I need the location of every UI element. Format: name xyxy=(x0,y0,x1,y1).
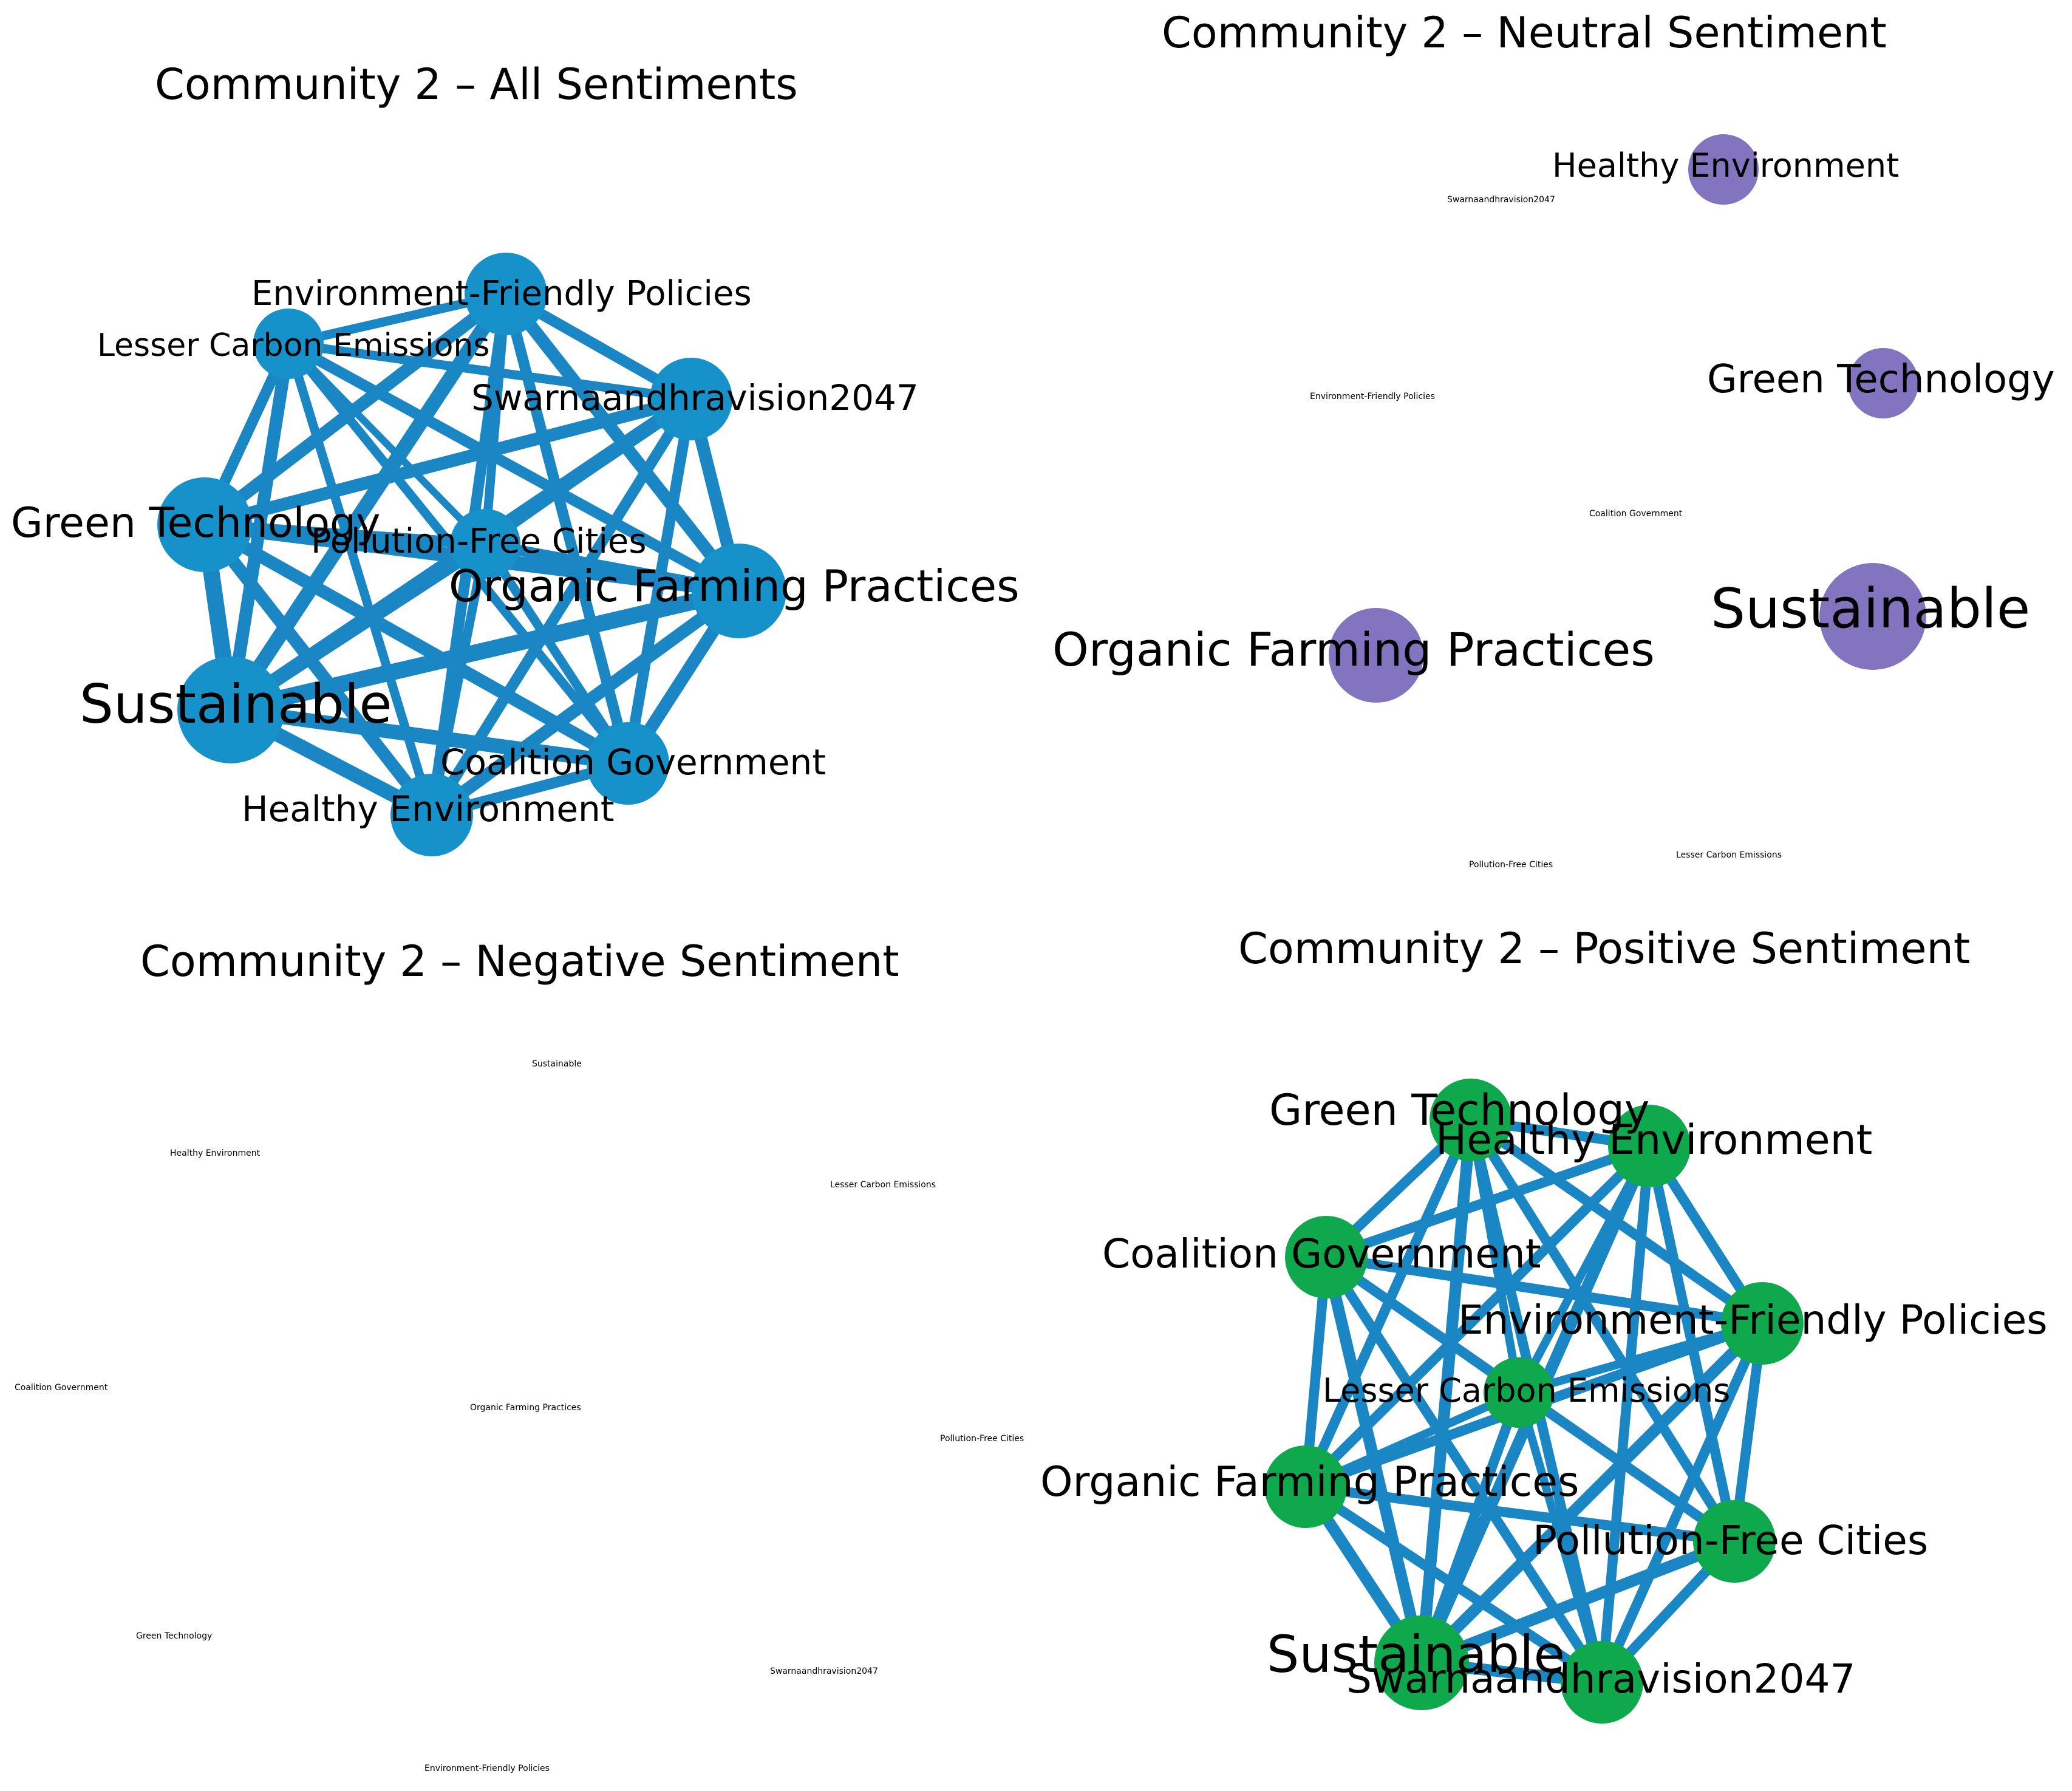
panel-title-all: Community 2 – All Sentiments xyxy=(155,60,798,109)
edge-all-6-7 xyxy=(223,703,635,771)
edge-positive-1-2 xyxy=(1321,1141,1655,1263)
panel-title-neutral: Community 2 – Neutral Sentiment xyxy=(1162,8,1887,58)
node-all-3 xyxy=(157,477,252,572)
node-neutral-0 xyxy=(1688,134,1759,205)
panel-title-negative: Community 2 – Negative Sentiment xyxy=(140,936,899,986)
node-label-negative-6: Green Technology xyxy=(136,1631,212,1641)
node-label-neutral-1: Swarnaandhravision2047 xyxy=(1447,195,1555,205)
nodes-neutral xyxy=(1329,134,1926,703)
edge-all-3-8 xyxy=(198,518,438,822)
edge-positive-4-8 xyxy=(1515,1388,1606,1687)
edge-positive-6-7 xyxy=(1416,1535,1740,1669)
node-label-all-1: Lesser Carbon Emissions xyxy=(97,327,489,364)
node-label-neutral-4: Coalition Government xyxy=(1589,509,1683,519)
nodes-positive xyxy=(1264,1079,1804,1724)
edge-positive-4-7 xyxy=(1416,1387,1524,1668)
node-label-negative-2: Lesser Carbon Emissions xyxy=(830,1180,936,1190)
node-label-neutral-0: Healthy Environment xyxy=(1552,146,1899,185)
node-label-positive-1: Healthy Environment xyxy=(1436,1116,1872,1164)
edge-positive-4-6 xyxy=(1515,1388,1739,1546)
panel-negative-sentiment: Community 2 – Negative Sentiment Sustain… xyxy=(15,936,1024,1773)
node-label-all-3: Green Technology xyxy=(11,499,380,547)
edge-all-1-2 xyxy=(284,339,696,404)
node-all-6 xyxy=(177,657,284,763)
node-neutral-6 xyxy=(1819,563,1926,670)
panel-title-positive: Community 2 – Positive Sentiment xyxy=(1238,924,1970,974)
node-label-all-4: Pollution-Free Cities xyxy=(311,522,647,561)
node-label-negative-7: Swarnaandhravision2047 xyxy=(770,1666,878,1676)
node-label-all-6: Sustainable xyxy=(80,673,392,735)
node-label-neutral-5: Organic Farming Practices xyxy=(1052,623,1655,677)
node-label-positive-0: Green Technology xyxy=(1269,1085,1649,1135)
node-positive-4 xyxy=(1484,1357,1554,1428)
node-positive-5 xyxy=(1264,1445,1347,1528)
node-label-negative-4: Organic Farming Practices xyxy=(470,1403,581,1413)
node-label-all-8: Healthy Environment xyxy=(242,788,615,830)
node-label-positive-5: Organic Farming Practices xyxy=(1040,1458,1579,1506)
node-label-neutral-6: Sustainable xyxy=(1711,577,2030,641)
node-label-all-2: Swarnaandhravision2047 xyxy=(471,377,919,418)
node-all-1 xyxy=(253,309,324,379)
node-all-0 xyxy=(465,253,547,335)
labels-neutral: Healthy EnvironmentSwarnaandhravision204… xyxy=(1052,146,2055,870)
edge-all-5-8 xyxy=(425,584,746,822)
node-label-positive-6: Pollution-Free Cities xyxy=(1533,1517,1928,1564)
node-label-neutral-8: Lesser Carbon Emissions xyxy=(1676,850,1782,860)
node-neutral-5 xyxy=(1329,608,1423,703)
node-neutral-2 xyxy=(1848,348,1918,418)
node-label-neutral-3: Environment-Friendly Policies xyxy=(1310,392,1435,401)
node-label-negative-8: Environment-Friendly Policies xyxy=(424,1764,550,1773)
edge-all-4-7 xyxy=(480,539,633,768)
node-label-all-0: Environment-Friendly Policies xyxy=(251,274,752,313)
nodes-all xyxy=(157,253,786,856)
node-positive-8 xyxy=(1561,1641,1643,1724)
edge-positive-2-3 xyxy=(1321,1252,1768,1329)
edge-positive-5-6 xyxy=(1300,1481,1740,1547)
node-label-all-7: Coalition Government xyxy=(440,742,826,783)
node-label-positive-4: Lesser Carbon Emissions xyxy=(1323,1371,1730,1410)
node-positive-0 xyxy=(1430,1079,1512,1161)
node-positive-3 xyxy=(1721,1282,1804,1365)
node-positive-7 xyxy=(1374,1615,1469,1710)
node-label-positive-7: Sustainable xyxy=(1267,1625,1565,1684)
node-label-negative-1: Healthy Environment xyxy=(170,1148,261,1158)
node-label-neutral-7: Pollution-Free Cities xyxy=(1469,860,1553,870)
node-label-positive-3: Environment-Friendly Policies xyxy=(1458,1297,2048,1343)
edge-all-2-3 xyxy=(198,392,698,531)
panel-neutral-sentiment: Community 2 – Neutral Sentiment Healthy … xyxy=(1052,8,2055,870)
node-label-all-5: Organic Farming Practices xyxy=(449,561,1020,612)
panel-positive-sentiment: Community 2 – Positive Sentiment Green T… xyxy=(1040,924,2048,1724)
panel-all-sentiments: Community 2 – All Sentiments Environment… xyxy=(11,60,1020,856)
node-label-positive-8: Swarnaandhravision2047 xyxy=(1346,1656,1855,1702)
edge-positive-5-8 xyxy=(1300,1481,1607,1688)
node-all-7 xyxy=(587,722,669,805)
node-all-2 xyxy=(650,358,732,440)
edge-all-5-6 xyxy=(222,582,748,718)
node-label-neutral-2: Green Technology xyxy=(1707,357,2055,402)
node-all-5 xyxy=(692,544,786,638)
node-label-negative-5: Pollution-Free Cities xyxy=(940,1434,1024,1444)
node-label-negative-3: Coalition Government xyxy=(15,1383,108,1393)
edge-all-4-8 xyxy=(427,539,490,820)
node-positive-6 xyxy=(1693,1500,1776,1583)
node-label-positive-2: Coalition Government xyxy=(1102,1230,1541,1277)
node-all-8 xyxy=(390,774,473,856)
node-positive-1 xyxy=(1608,1105,1691,1187)
node-all-4 xyxy=(450,509,520,579)
node-positive-2 xyxy=(1285,1216,1368,1298)
node-label-negative-0: Sustainable xyxy=(532,1059,582,1069)
